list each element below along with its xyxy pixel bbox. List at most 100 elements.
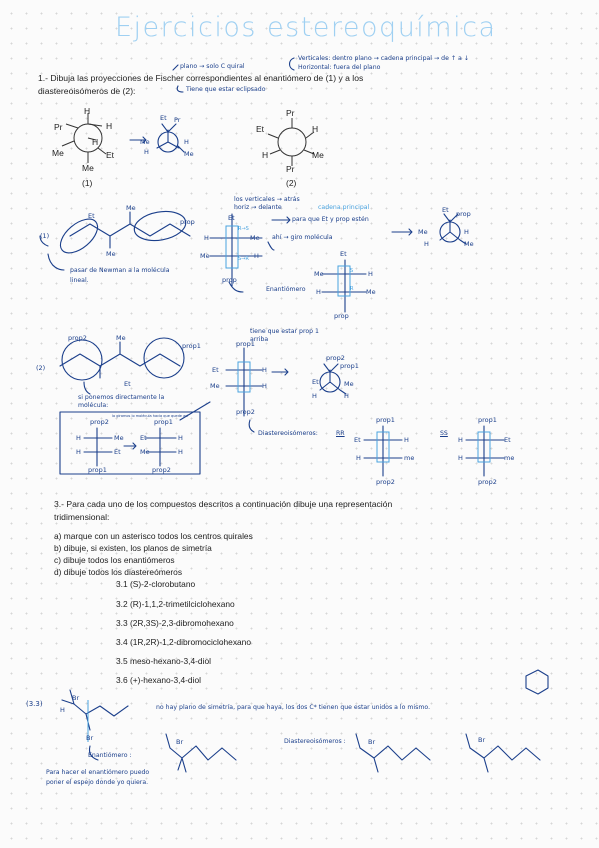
part2-diastereo-label: Diastereoisómeros: [258, 430, 318, 437]
mol1-h-mid: H [92, 137, 99, 147]
part1-note-giro: ahí → giro molécula [272, 234, 333, 241]
note-verticales: Verticales: dentro plano → cadena princi… [298, 55, 469, 62]
box-r2: Et [114, 448, 121, 456]
mol1-label: (1) [82, 178, 93, 188]
p1n-me: Me [418, 228, 428, 236]
mol1-h-right: H [106, 121, 113, 131]
ex33-br2: Br [86, 734, 94, 742]
d2-top: prop1 [478, 416, 497, 424]
p1n-h2: H [464, 228, 469, 236]
p1f2-s: R [350, 286, 354, 292]
page-title: Ejercicios estereoquímica [115, 12, 497, 43]
d2-r2: me [504, 454, 515, 462]
box-note: lo giramos lo molécula hacia que quede a… [112, 414, 189, 418]
p1f1-top: Et [228, 214, 235, 222]
part1-note-newman: pasar de Newman a la molécula lineal. [70, 267, 170, 284]
ex33-h: H [60, 706, 65, 714]
mol2-me: Me [312, 150, 324, 160]
part2-label: (2) [36, 364, 46, 372]
p2f-bottom: prop2 [236, 408, 255, 416]
box-top2: prop1 [154, 418, 173, 426]
part2-me: Me [116, 334, 126, 342]
ex33-enantiomero: Enantiómero : [88, 752, 132, 759]
d1-r1: H [404, 436, 409, 444]
compound-3-2: 3.2 (R)-1,1,2-trimetilciclohexano [116, 599, 235, 609]
part1-note-verticales: los verticales → atrás [234, 196, 300, 203]
note-horizontales: Horizontal: fuera del plano [298, 64, 381, 71]
mol2-label: (2) [286, 178, 297, 188]
p1f1-left: H [204, 234, 209, 242]
ex3-item-d: d) dibuje todos los diastereómeros [54, 567, 183, 577]
ex33-diastereo: Diastereoisómeros : [284, 738, 346, 745]
box-l1: H [76, 434, 81, 442]
p1f2-right: H [368, 270, 373, 278]
d2-r1: Et [504, 436, 511, 444]
newman1-pr: Pr [174, 116, 181, 124]
ex33-note-plano: no hay plano de simetría, para que haya,… [156, 704, 431, 711]
newman1-h2: H [184, 138, 189, 146]
p2f-r2: H [262, 382, 267, 390]
box-r1: Me [114, 434, 124, 442]
p2f-l2: Me [210, 382, 220, 390]
mol2-pr-bottom: Pr [286, 164, 295, 174]
newman1-h1: H [144, 148, 149, 156]
d1-l2: H [356, 454, 361, 462]
box-l2: H [76, 448, 81, 456]
p1f2-left2: H [316, 288, 321, 296]
p1f2-r: S [350, 268, 354, 274]
ex33-br3: Br [176, 738, 184, 746]
p2f-top: prop1 [236, 340, 255, 348]
part1-me: Me [126, 204, 136, 212]
p1n-h: H [424, 240, 429, 248]
ex3-item-c: c) dibuje todos los enantiómeros [54, 555, 175, 565]
p2n-h: H [312, 392, 317, 400]
exercise3-line1: 3.- Para cada uno de los compuestos desc… [54, 499, 393, 509]
ex33-br5: Br [478, 736, 486, 744]
p1f2-right2: Me [366, 288, 376, 296]
d1-bottom: prop2 [376, 478, 395, 486]
part2-ss: SS [440, 430, 448, 437]
ex33-br4: Br [368, 738, 376, 746]
part2-et: Et [124, 380, 131, 388]
part1-et: Et [88, 212, 95, 220]
d1-top: prop1 [376, 416, 395, 424]
box-top: prop2 [90, 418, 109, 426]
ex33-label: (3.3) [26, 700, 43, 708]
p2n-et: Et [312, 378, 319, 386]
d1-r2: me [404, 454, 415, 462]
mol2-h-left: H [262, 150, 269, 160]
exercise3-line2: tridimensional: [54, 512, 110, 522]
part1-label: (1) [40, 232, 50, 240]
p1f1-right: Me [250, 234, 260, 242]
p1n-me2: Me [464, 240, 474, 248]
ex33-br1: Br [72, 694, 80, 702]
box-l3: Et [140, 434, 147, 442]
part1-enantiomero: Enantiómero [266, 286, 306, 293]
p1n-et: Et [442, 206, 449, 214]
mol1-pr: Pr [54, 122, 63, 132]
compound-3-3: 3.3 (2R,3S)-2,3-dibromohexano [116, 618, 234, 628]
compound-3-5: 3.5 meso-hexano-3,4-diol [116, 656, 211, 666]
part2-rr: RR [336, 430, 345, 437]
mol1-h-top: H [84, 106, 91, 116]
newman1-et: Et [160, 114, 167, 122]
mol1-me-bottom: Me [82, 163, 94, 173]
p2n-r: prop1 [340, 362, 359, 370]
mol2-h-right: H [312, 124, 319, 134]
newman1-me2: Me [184, 150, 194, 158]
p1f1-s: S→R [238, 256, 249, 262]
ex33-note-espejo: Para hacer el enantiómero puedo poner el… [46, 769, 150, 786]
part2-prop1: prop1 [182, 342, 201, 350]
part1-note-horiz: horiz → delante [234, 204, 282, 211]
box-r3: H [178, 434, 183, 442]
d2-bottom: prop2 [478, 478, 497, 486]
mol2-et: Et [256, 124, 265, 134]
mol2-pr-top: Pr [286, 108, 295, 118]
part1-me2: Me [106, 250, 116, 258]
p1f1-bottom: prop [222, 276, 237, 284]
p1f2-bottom: prop [334, 312, 349, 320]
ex3-item-b: b) dibuje, si existen, los planos de sim… [54, 543, 212, 553]
box-r4: H [178, 448, 183, 456]
exercise1-line1: 1.- Dibuja las proyecciones de Fischer c… [38, 73, 364, 83]
p2f-r1: H [262, 366, 267, 374]
